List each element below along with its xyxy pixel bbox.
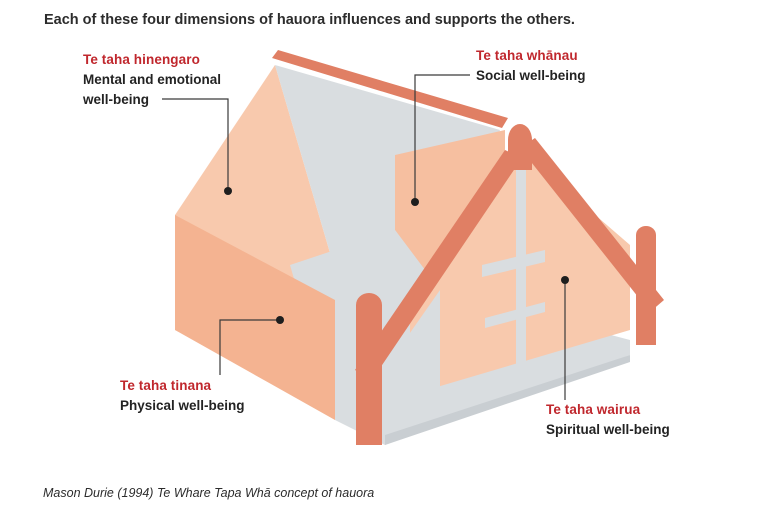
label-whanau-english: Social well-being — [476, 68, 586, 83]
leader-dots — [224, 187, 569, 324]
right-barge-board — [520, 138, 664, 312]
leader-lines — [162, 74, 566, 400]
right-post-cap — [636, 226, 656, 244]
left-post-cap — [356, 293, 382, 317]
ridge-beam — [272, 50, 508, 128]
doorway — [405, 290, 440, 400]
step-edge — [385, 355, 630, 445]
label-whanau: Te taha whānau Social well-being — [476, 46, 586, 86]
centre-pole — [516, 170, 526, 395]
label-wairua-english: Spiritual well-being — [546, 422, 670, 437]
top-post — [508, 140, 532, 170]
label-wairua: Te taha wairua Spiritual well-being — [546, 400, 670, 440]
label-hinengaro: Te taha hinengaro Mental and emotional w… — [83, 50, 221, 110]
left-barge-board — [355, 150, 522, 380]
leader-whanau — [414, 74, 470, 200]
label-hinengaro-maori: Te taha hinengaro — [83, 52, 200, 67]
label-hinengaro-english-2: well-being — [83, 92, 150, 107]
label-hinengaro-english-1: Mental and emotional — [83, 72, 222, 87]
diagram-heading: Each of these four dimensions of hauora … — [44, 12, 575, 28]
label-tinana-maori: Te taha tinana — [120, 378, 212, 393]
dot-whanau — [411, 198, 419, 206]
left-post — [356, 305, 382, 445]
source-caption: Mason Durie (1994) Te Whare Tapa Whā con… — [43, 486, 375, 500]
label-whanau-maori: Te taha whānau — [476, 48, 578, 63]
leader-tinana — [219, 319, 280, 375]
window-bar-upper — [482, 250, 545, 277]
wall-tinana — [175, 215, 335, 420]
dot-hinengaro — [224, 187, 232, 195]
window-bar-lower — [485, 302, 545, 328]
label-tinana-english: Physical well-being — [120, 398, 245, 413]
dot-wairua — [561, 276, 569, 284]
leader-hinengaro — [162, 98, 229, 190]
right-post — [636, 235, 656, 345]
dot-tinana — [276, 316, 284, 324]
label-tinana: Te taha tinana Physical well-being — [120, 376, 245, 416]
label-wairua-maori: Te taha wairua — [546, 402, 641, 417]
